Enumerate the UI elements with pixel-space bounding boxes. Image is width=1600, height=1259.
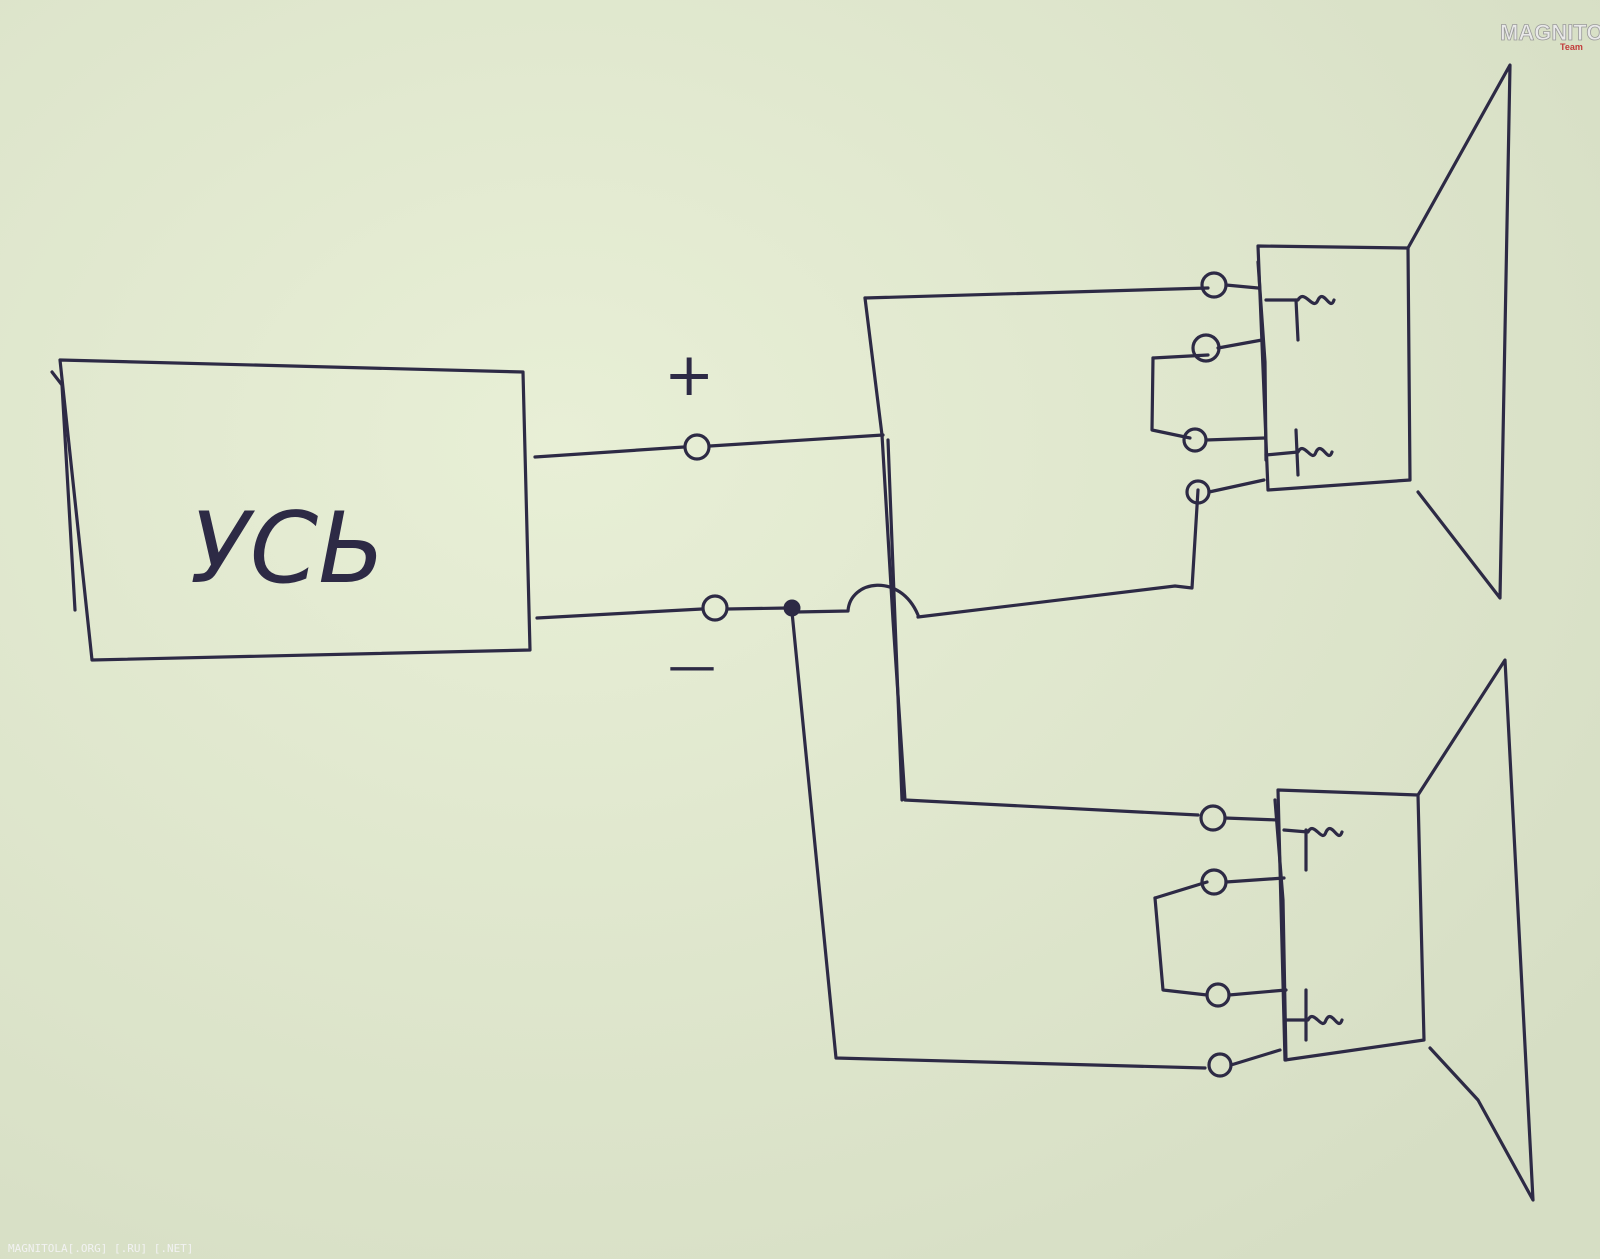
watermark-logo: MAGNITOLA Team <box>1500 20 1600 52</box>
watermark-brand: MAGNITOLA <box>1500 20 1600 45</box>
bottom-speaker-wiring <box>790 610 1209 1070</box>
positive-wire <box>533 433 885 461</box>
plus-symbol: + <box>664 340 714 410</box>
watermark-team: Team <box>1560 42 1583 52</box>
amplifier-label: УСЬ <box>190 492 385 606</box>
top-speaker-wiring <box>863 286 1210 817</box>
amplifier-box: УСЬ <box>50 358 532 662</box>
top-speaker <box>1182 63 1512 600</box>
footer-url: MAGNITOLA[.ORG] [.RU] [.NET] <box>8 1242 193 1255</box>
minus-symbol: — <box>668 638 716 694</box>
bottom-speaker <box>1199 658 1535 1202</box>
negative-wire <box>535 583 920 622</box>
